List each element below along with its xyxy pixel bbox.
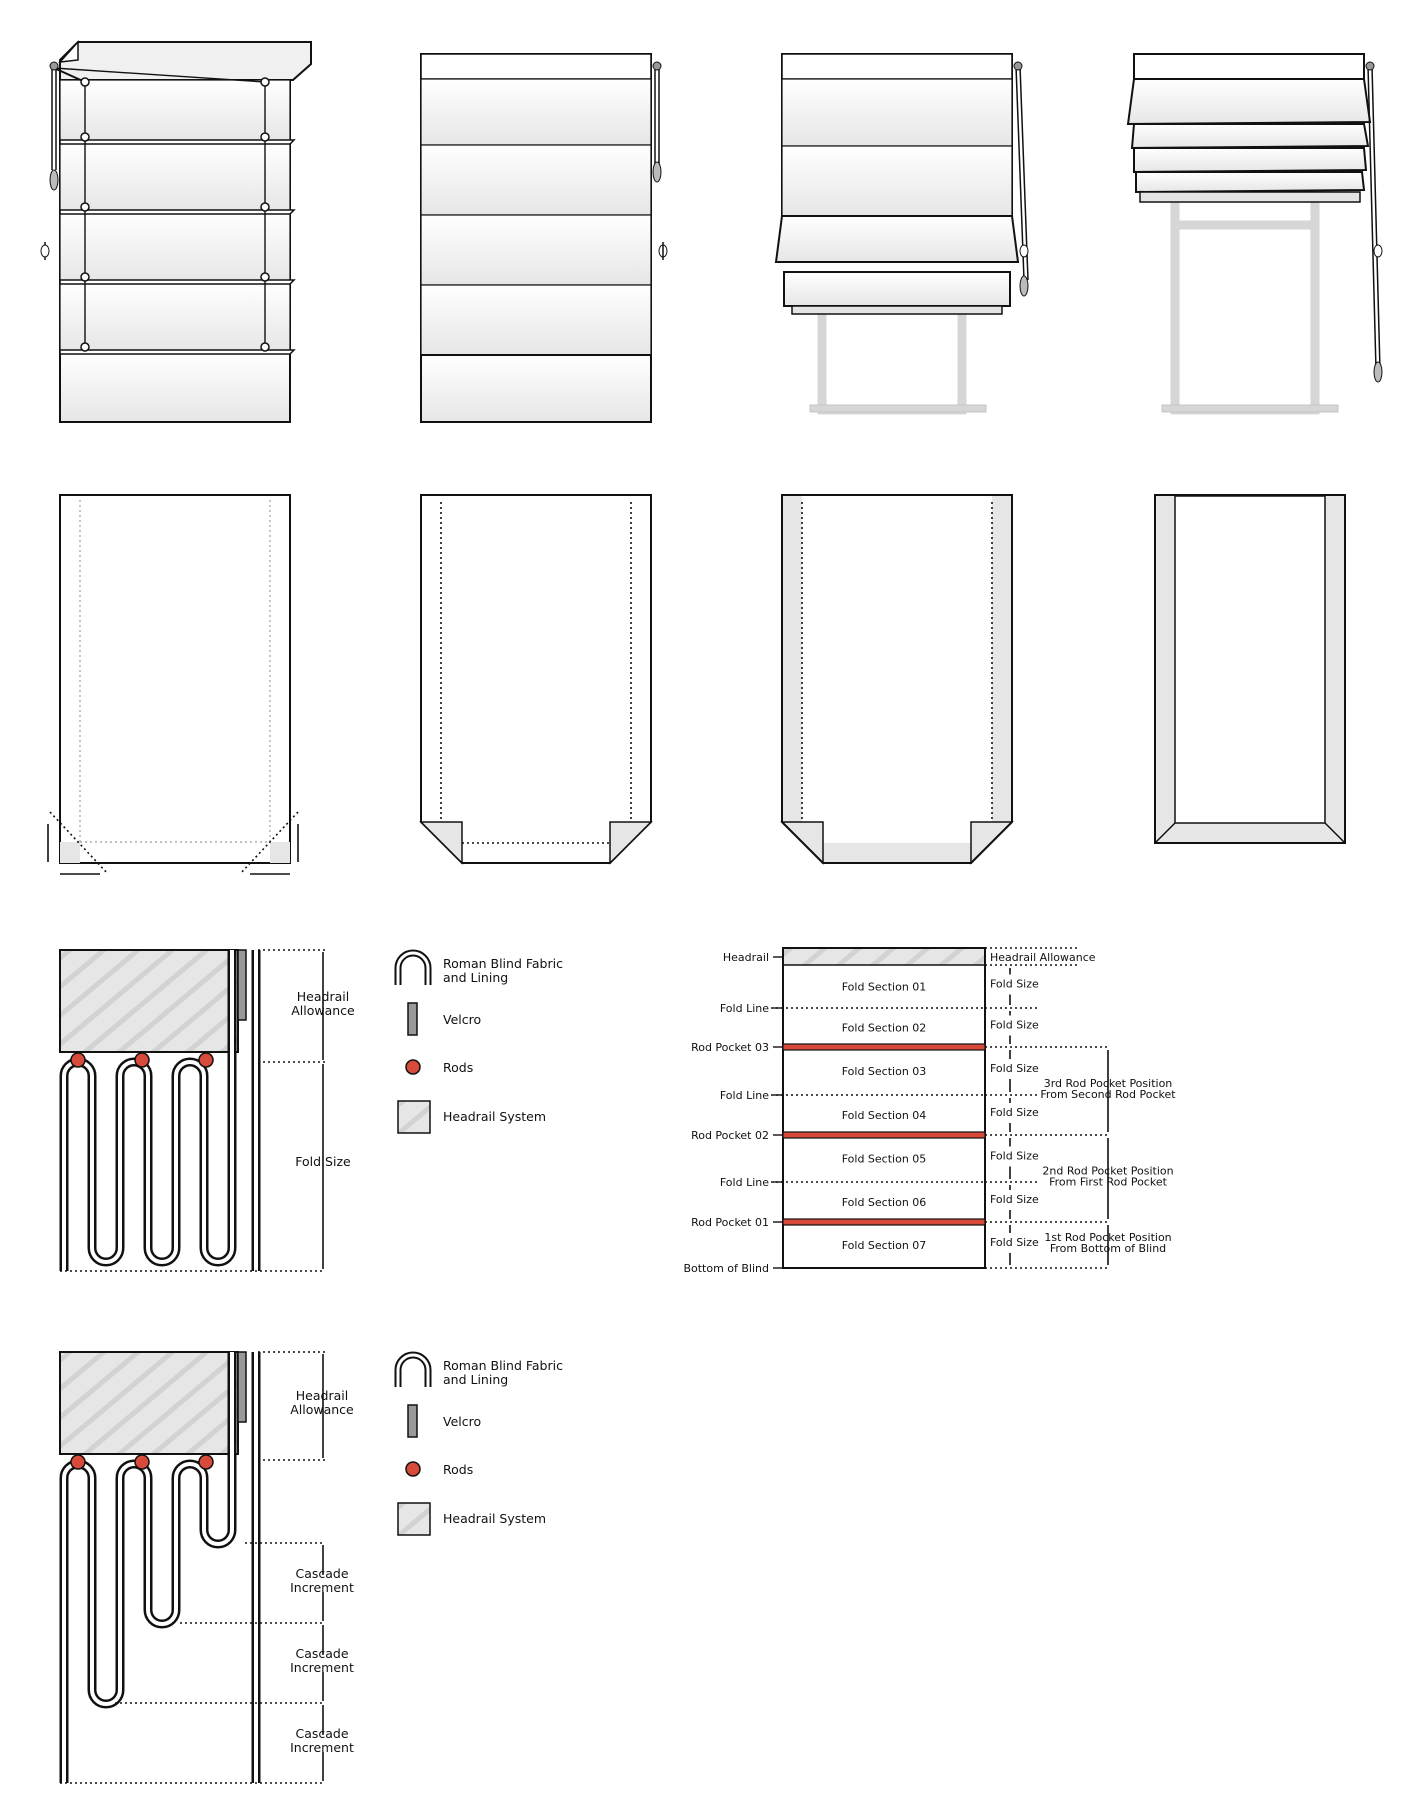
headrail-system-icon xyxy=(397,1502,431,1536)
headrail-allowance-label: Headrail Allowance xyxy=(990,951,1096,964)
window-frame xyxy=(817,305,967,415)
pull-cord-icon xyxy=(1365,61,1383,383)
hem-arrows-icon xyxy=(47,824,299,875)
fold-section-label: Fold Section 04 xyxy=(842,1109,927,1122)
velcro-icon xyxy=(407,1404,418,1438)
legend-rods-label: Rods xyxy=(443,1462,473,1477)
chart-left-label: Fold Line xyxy=(720,1089,769,1102)
rod-pocket-line xyxy=(782,1218,986,1226)
fold-size-label: Fold Size xyxy=(990,1106,1039,1119)
fold-section-label: Fold Section 07 xyxy=(842,1239,927,1252)
blind-fully-raised xyxy=(1126,53,1383,415)
legend-headrail-system-label: Headrail System xyxy=(443,1511,546,1526)
fold-section-label: Fold Section 02 xyxy=(842,1022,927,1035)
legend-rods-label: Rods xyxy=(443,1060,473,1075)
pull-cord-icon xyxy=(49,61,59,191)
cleat-icon xyxy=(40,242,50,260)
fold-section-label: Fold Section 05 xyxy=(842,1153,927,1166)
fold-section-label: Fold Section 06 xyxy=(842,1196,927,1209)
chart-left-label: Bottom of Blind xyxy=(683,1262,769,1275)
legend-headrail-system-label: Headrail System xyxy=(443,1109,546,1124)
velcro-icon xyxy=(407,1002,418,1036)
chart-left-label: Fold Line xyxy=(720,1002,769,1015)
pull-cord-icon xyxy=(1013,61,1029,297)
cleat-icon xyxy=(658,242,668,260)
rod-icon xyxy=(70,1052,86,1068)
chart-left-label: Rod Pocket 02 xyxy=(691,1129,769,1142)
chart-left-label: Headrail xyxy=(723,951,769,964)
step-3-press-sides xyxy=(780,494,1014,865)
rod-pocket-line xyxy=(782,1131,986,1139)
blind-half-raised xyxy=(774,53,1029,415)
rod-pocket-line xyxy=(782,1043,986,1051)
fold-size-label: Fold Size xyxy=(990,1193,1039,1206)
step-4-finished-hem xyxy=(1154,494,1346,844)
fold-size-label: Fold Size xyxy=(990,1062,1039,1075)
headrail-box xyxy=(59,949,239,1053)
pull-cord-icon xyxy=(652,61,662,183)
fold-size-label: Fold Size xyxy=(990,1150,1039,1163)
legend-velcro-label: Velcro xyxy=(443,1012,481,1027)
headrail-system-icon xyxy=(397,1100,431,1134)
blind-front-flat xyxy=(420,53,668,423)
velcro-strip xyxy=(237,949,247,1021)
fold-size-label: Fold Size xyxy=(990,1019,1039,1032)
fold-section-label: Fold Section 01 xyxy=(842,981,927,994)
fold-size-label: Fold Size xyxy=(990,978,1039,991)
step-1-cut-fabric xyxy=(47,494,299,875)
rod-icon xyxy=(70,1454,86,1470)
rod-icon xyxy=(405,1461,421,1477)
legend-velcro-label: Velcro xyxy=(443,1414,481,1429)
fold-section-label: Fold Section 03 xyxy=(842,1065,927,1078)
rod-icon xyxy=(134,1454,150,1470)
rod-icon xyxy=(405,1059,421,1075)
fold-size-label: Fold Size xyxy=(295,1154,351,1169)
rod-icon xyxy=(198,1454,214,1470)
chart-left-label: Rod Pocket 03 xyxy=(691,1041,769,1054)
step-2-fold-hems xyxy=(419,494,653,865)
chart-left-label: Rod Pocket 01 xyxy=(691,1216,769,1229)
blind-rear-view xyxy=(40,40,312,423)
rod-icon xyxy=(134,1052,150,1068)
fold-size-label: Fold Size xyxy=(990,1236,1039,1249)
chart-left-label: Fold Line xyxy=(720,1176,769,1189)
rod-icon xyxy=(198,1052,214,1068)
headrail-box xyxy=(59,1351,239,1455)
velcro-strip xyxy=(237,1351,247,1423)
